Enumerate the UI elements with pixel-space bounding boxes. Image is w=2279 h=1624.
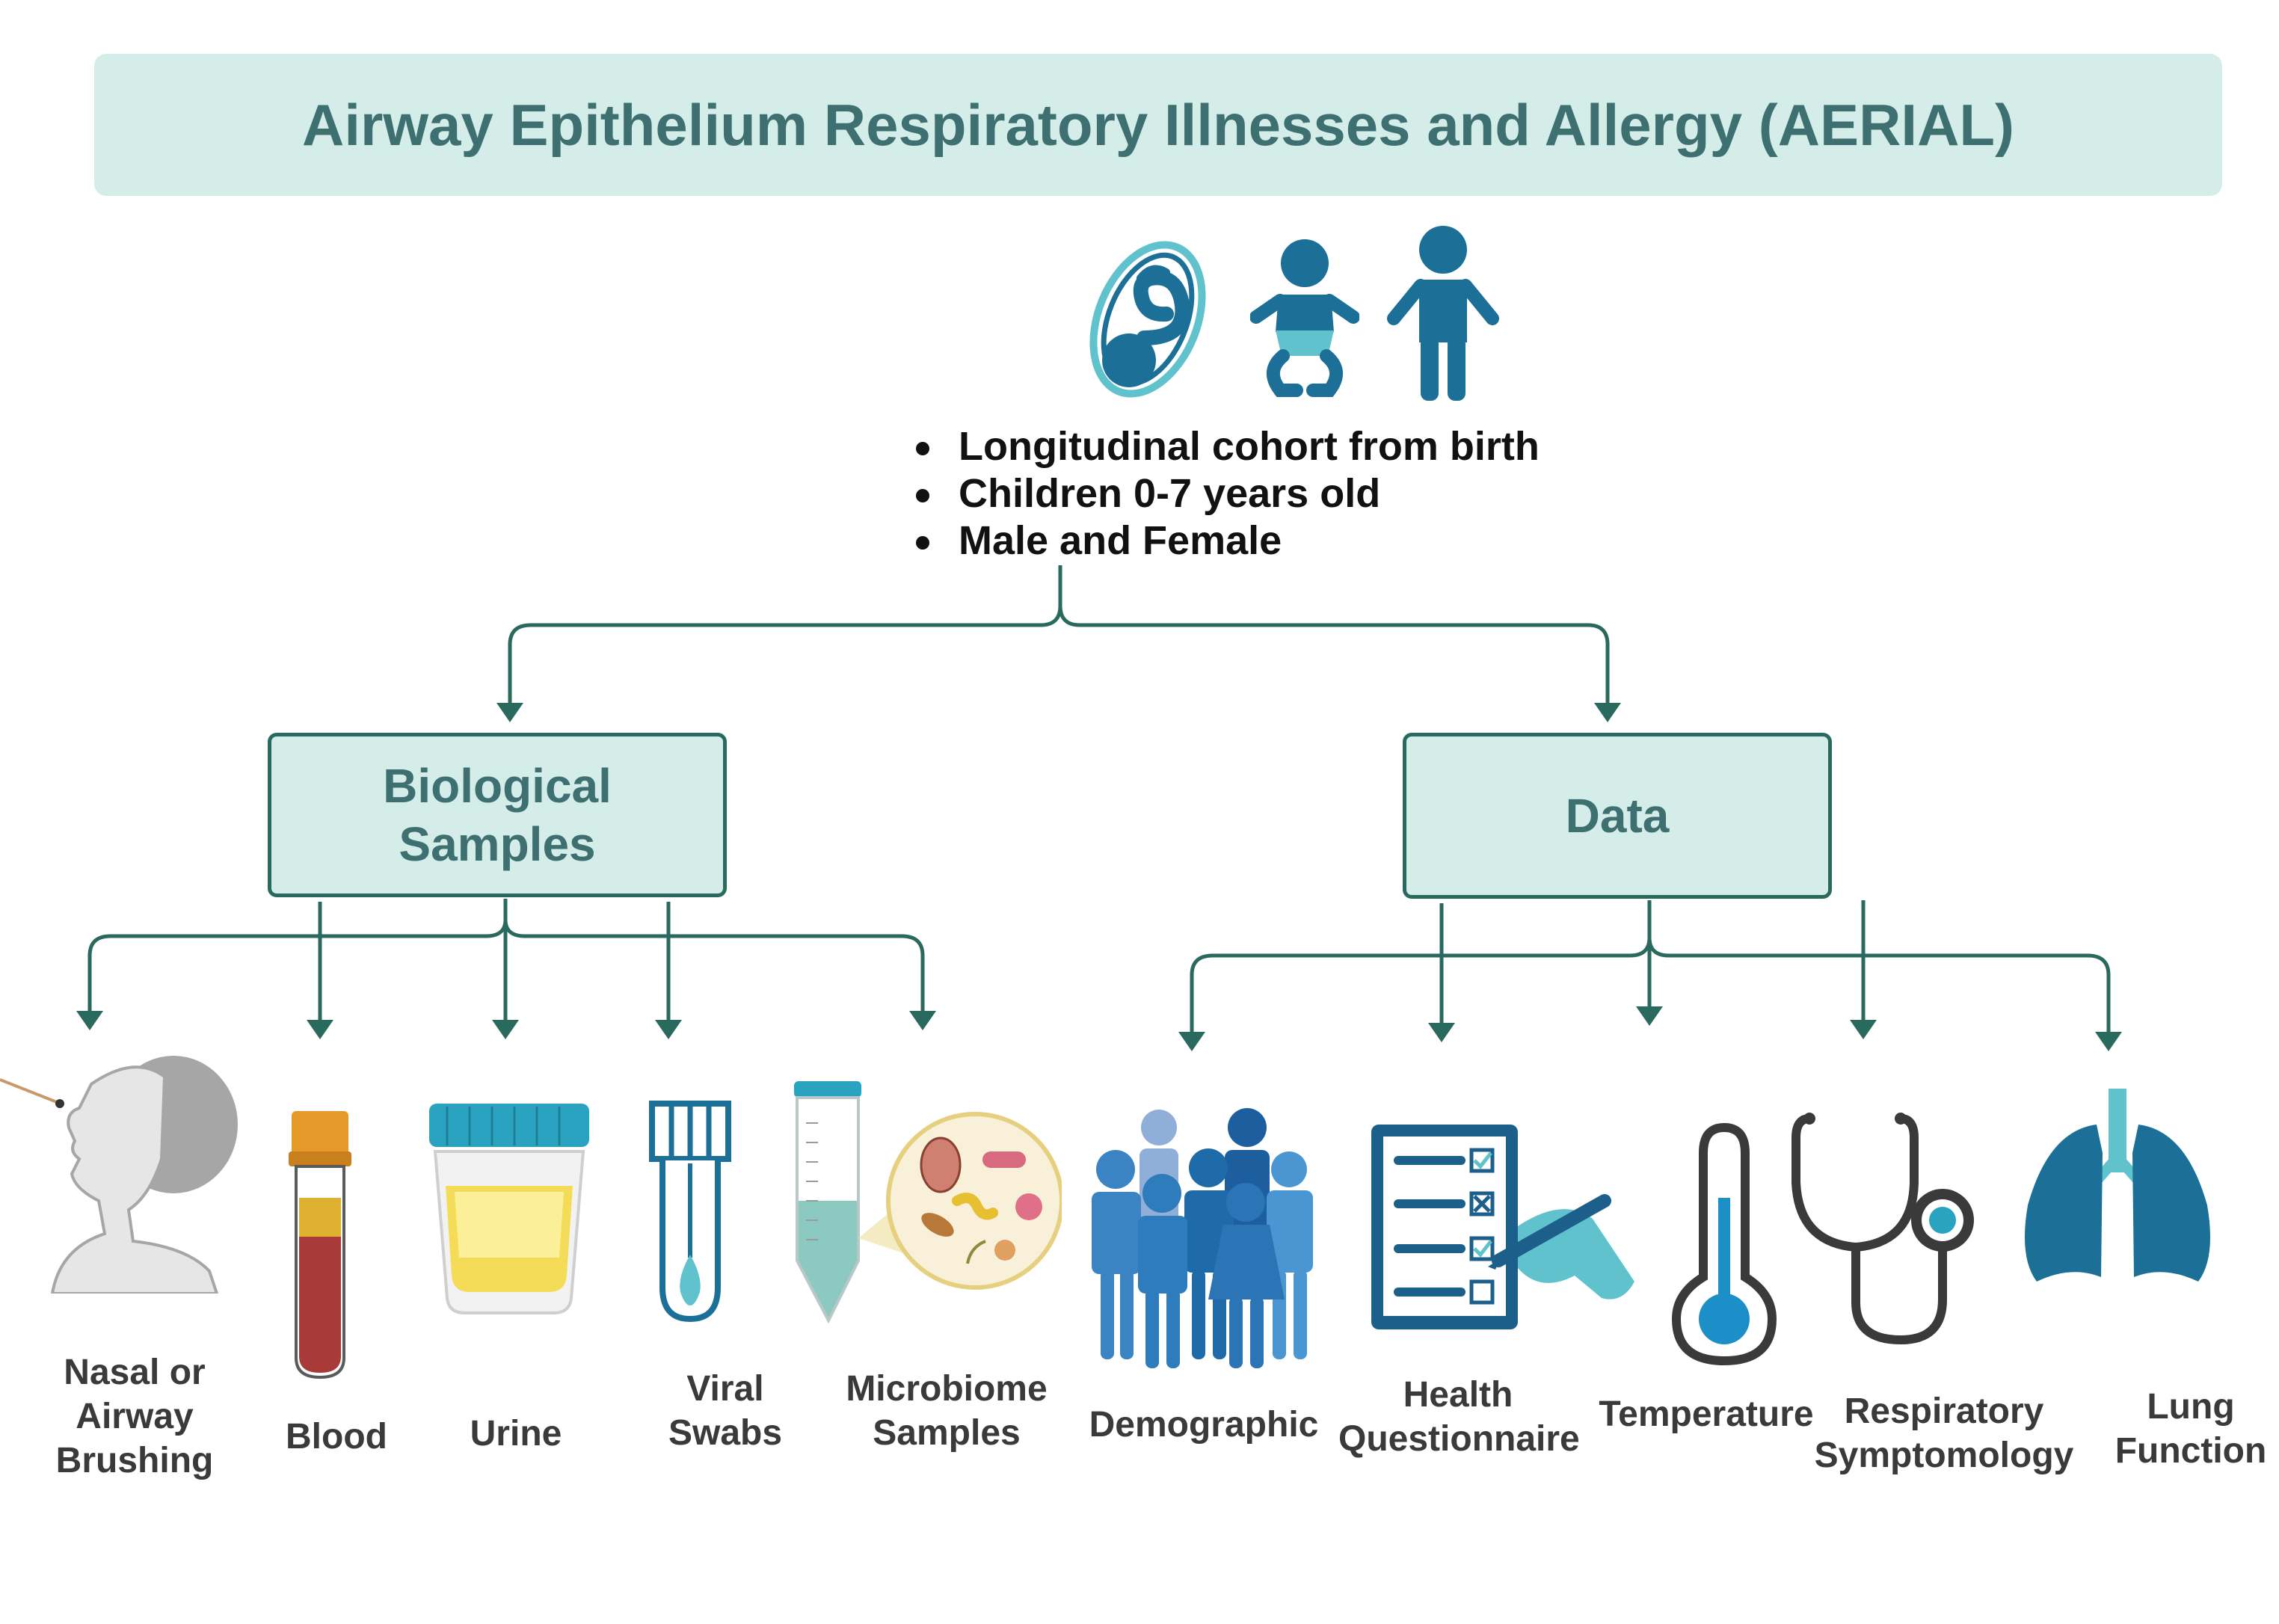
top-brace-line-right: [1058, 605, 1610, 703]
microbiome-icon: [794, 1081, 1062, 1324]
viral-swabs-label: Viral Swabs: [668, 1369, 783, 1453]
respiratory-symptomology-label: Respiratory Symptomology: [1814, 1391, 2074, 1475]
lungs-icon: [2025, 1089, 2210, 1282]
bio-brace-line: [87, 899, 508, 1011]
demographic-label: Demographic: [1089, 1405, 1319, 1445]
biological-samples-label: Biological Samples: [383, 759, 612, 871]
people-group-icon: [1092, 1108, 1313, 1368]
questionnaire-icon: [1371, 1125, 1634, 1329]
data-label: Data: [1565, 789, 1670, 843]
data-box: Data: [1403, 733, 1832, 899]
health-questionnaire-label: Health Questionnaire: [1338, 1375, 1580, 1459]
nasal-brushing-label: Nasal or Airway Brushing: [55, 1353, 214, 1480]
urine-cup-icon: [429, 1104, 589, 1314]
top-brace-line: [508, 565, 1062, 703]
fetus-icon: [1089, 241, 1206, 398]
cohort-bullet: Longitudinal cohort from birth: [914, 423, 1540, 470]
stethoscope-icon: [1791, 1113, 1974, 1345]
lung-function-label: Lung Function: [2115, 1387, 2267, 1471]
swab-tube-icon: [649, 1101, 731, 1323]
microbiome-samples-label: Microbiome Samples: [846, 1369, 1048, 1453]
blood-label: Blood: [286, 1417, 387, 1457]
temperature-label: Temperature: [1599, 1394, 1814, 1434]
title-banner: Airway Epithelium Respiratory Illnesses …: [94, 54, 2222, 196]
data-brace-line: [1190, 900, 1652, 1032]
thermometer-icon: [1672, 1123, 1777, 1365]
urine-label: Urine: [470, 1414, 562, 1454]
data-brace-line-right: [1647, 937, 2111, 1032]
nasal-brushing-icon: [0, 1056, 238, 1294]
diagram-title: Airway Epithelium Respiratory Illnesses …: [301, 91, 2015, 158]
baby-icon: [1250, 239, 1359, 397]
cohort-description-list: Longitudinal cohort from birth Children …: [914, 423, 1540, 565]
blood-tube-icon: [289, 1111, 351, 1380]
biological-samples-box: Biological Samples: [268, 733, 727, 897]
cohort-bullet: Male and Female: [914, 517, 1540, 565]
child-icon: [1387, 226, 1499, 401]
bio-brace-line-right: [503, 919, 925, 1011]
cohort-bullet: Children 0-7 years old: [914, 470, 1540, 517]
